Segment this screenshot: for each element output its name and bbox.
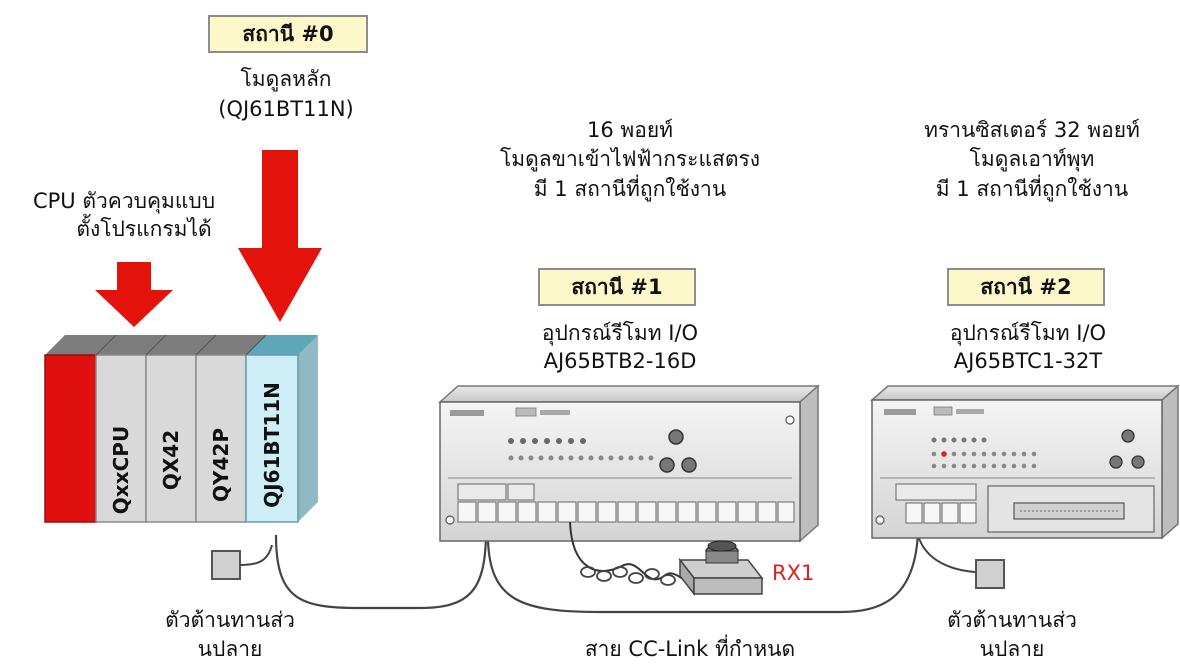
station2-device-graphic — [870, 384, 1180, 540]
rack-module-label-master: QJ61BT11N — [260, 382, 284, 508]
terminator-left-line1: ตัวต้านทานส่ว — [165, 608, 295, 632]
station1-box: สถานี #1 — [538, 268, 696, 306]
rack-module-label-qx42: QX42 — [159, 429, 183, 491]
cpu-module — [95, 354, 147, 523]
terminator-right-line2: นปลาย — [979, 637, 1045, 661]
station0-box: สถานี #0 — [208, 15, 368, 53]
terminator-right-graphic — [975, 559, 1005, 589]
cc-link-cable — [274, 531, 920, 614]
cable-label: สาย CC-Link ที่กำหนด — [584, 637, 796, 661]
rx1-label: RX1 — [772, 561, 815, 585]
station0-line1: โมดูลหลัก — [240, 67, 332, 91]
master-arrow — [238, 150, 322, 322]
plc-rack — [44, 334, 318, 523]
station0-line2: (QJ61BT11N) — [218, 97, 354, 121]
output-module-line1: ทรานซิสเตอร์ 32 พอยท์ — [924, 118, 1140, 142]
station2-line1: อุปกรณ์รีโมท I/O — [949, 321, 1107, 345]
input-module — [145, 354, 197, 523]
rx1-switch-graphic — [569, 521, 764, 597]
cpu-arrow — [95, 262, 173, 327]
cpu-line1: CPU ตัวควบคุมแบบ — [32, 189, 216, 213]
station2-box: สถานี #2 — [947, 268, 1105, 306]
rack-module-label-qy42p: QY42P — [209, 428, 233, 502]
output-module-line3: มี 1 สถานีที่ถูกใช้งาน — [935, 177, 1129, 201]
terminator-left-line2: นปลาย — [197, 637, 263, 661]
station1-device-graphic — [438, 384, 820, 543]
input-module-line1: 16 พอยท์ — [587, 118, 673, 142]
station1-line2: AJ65BTB2-16D — [543, 349, 697, 373]
terminator-right-line1: ตัวต้านทานส่ว — [947, 608, 1077, 632]
station1-line1: อุปกรณ์รีโมท I/O — [541, 321, 699, 345]
terminator-left-graphic — [211, 544, 273, 580]
input-module-line2: โมดูลขาเข้าไฟฟ้ากระแสตรง — [500, 147, 760, 171]
master-module — [245, 354, 299, 523]
rack-module-label-cpu: QxxCPU — [109, 425, 133, 515]
cpu-line2: ตั้งโปรแกรมได้ — [76, 217, 212, 241]
input-module-line3: มี 1 สถานีที่ถูกใช้งาน — [533, 177, 727, 201]
output-module-line2: โมดูลเอาท์พุท — [969, 147, 1095, 171]
power-module — [44, 354, 97, 523]
station2-line2: AJ65BTC1-32T — [953, 349, 1103, 373]
